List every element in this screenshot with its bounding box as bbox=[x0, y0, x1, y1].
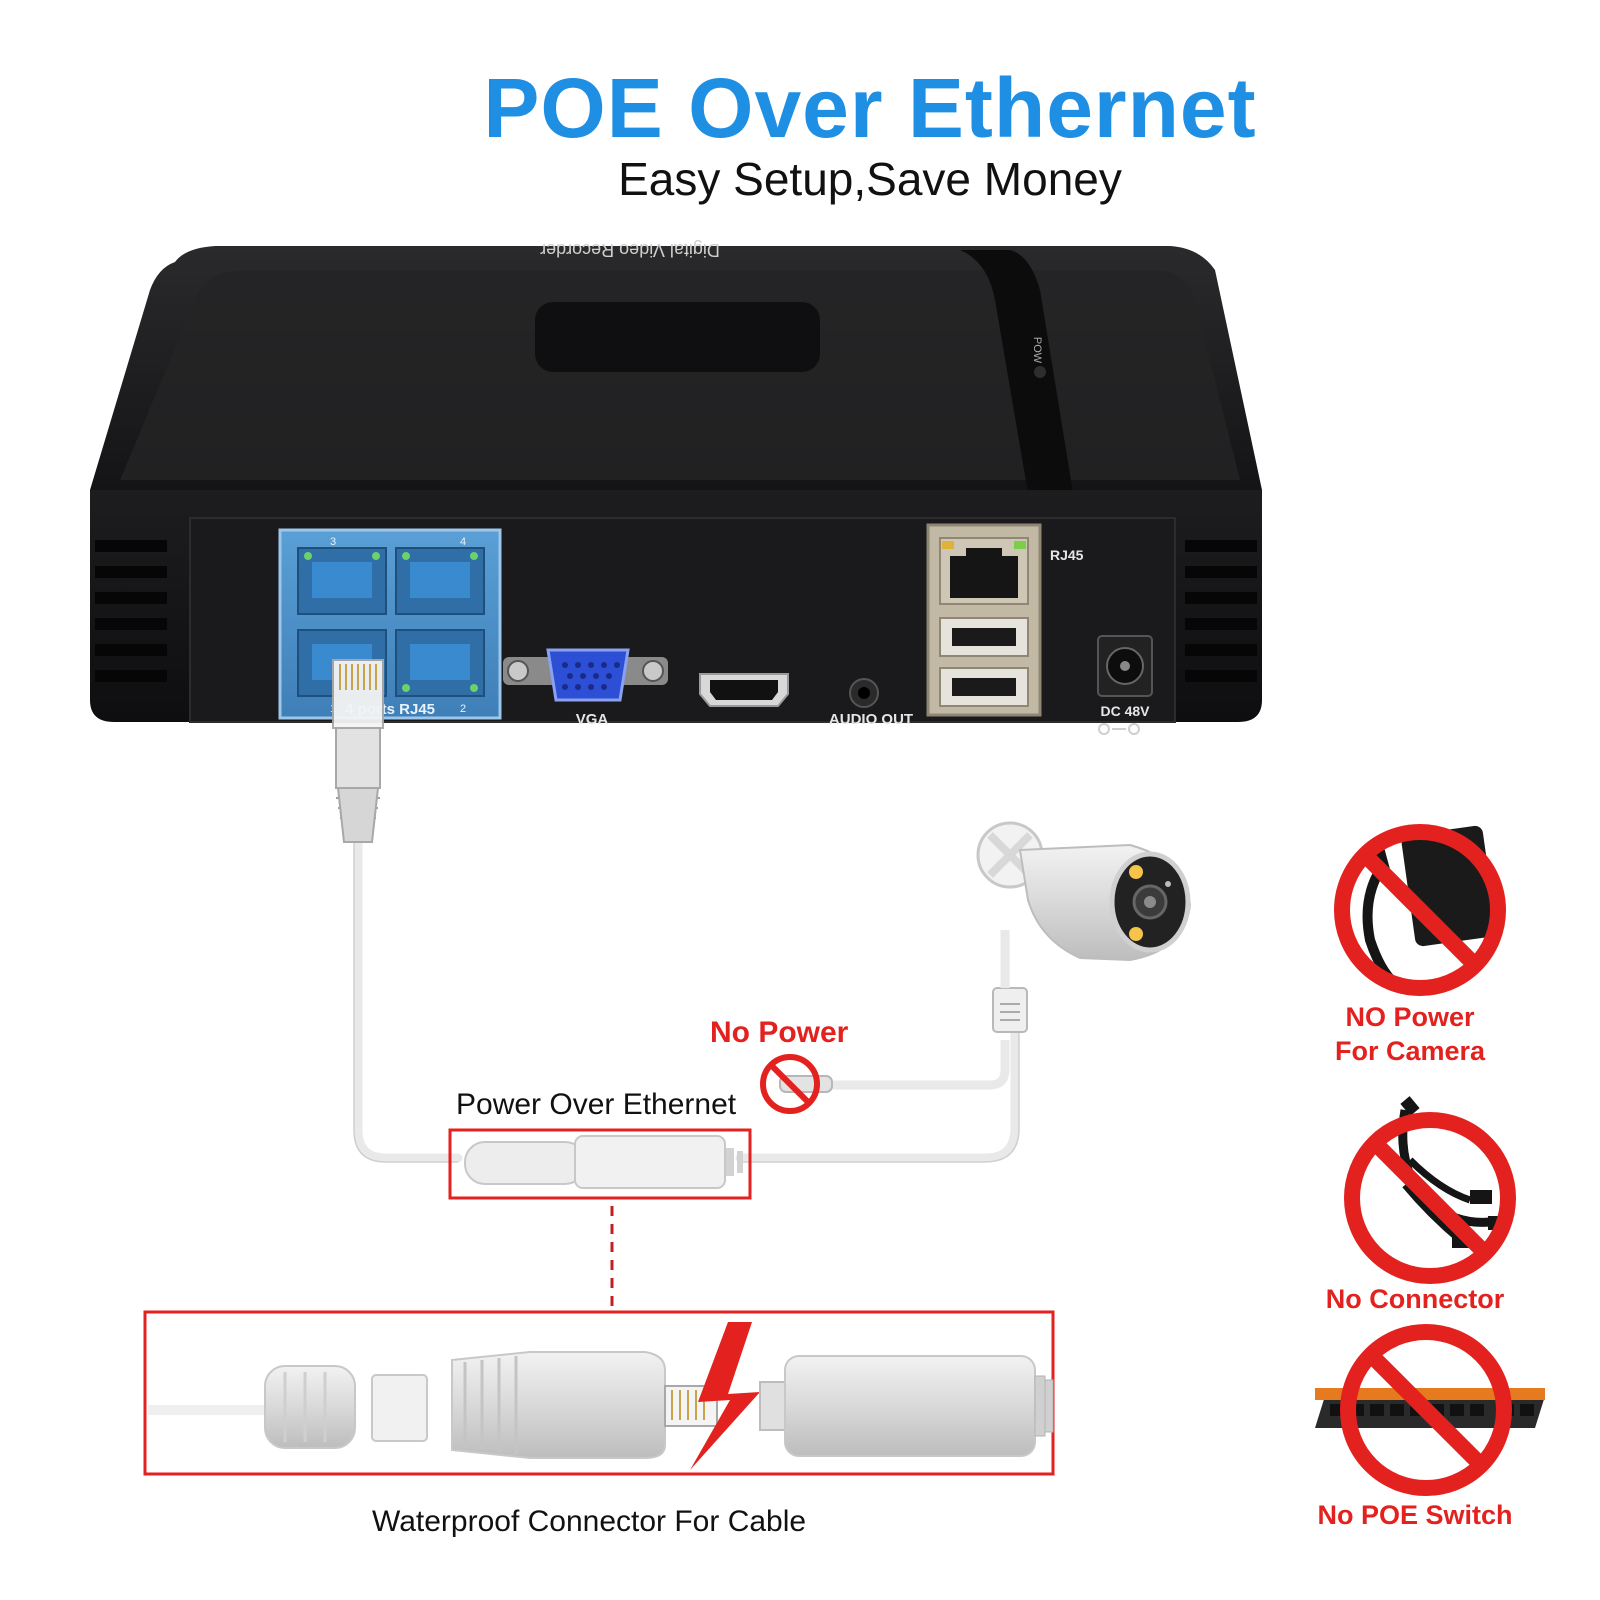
bullet-camera-icon bbox=[976, 821, 1192, 962]
left-vents-icon bbox=[95, 540, 167, 682]
no-power-label: No Power bbox=[710, 1016, 849, 1049]
page-title: POE Over Ethernet bbox=[483, 61, 1257, 155]
waterproof-connector-label: Waterproof Connector For Cable bbox=[372, 1505, 807, 1538]
camera-cable-joint bbox=[992, 930, 1028, 1033]
right-vents-icon bbox=[1185, 540, 1257, 682]
rj45-plug-icon bbox=[332, 659, 384, 843]
splitter-cable-icon bbox=[1344, 1096, 1516, 1284]
poe-port-number: 4 bbox=[460, 536, 466, 548]
poe-switch-icon bbox=[1315, 1324, 1545, 1496]
power-led-icon bbox=[1034, 366, 1046, 378]
power-adapter-icon bbox=[1334, 824, 1506, 996]
network-usb-stack bbox=[926, 523, 1042, 717]
device-top-label: Digital Video Recorder bbox=[540, 240, 720, 260]
rj45-label: RJ45 bbox=[1050, 547, 1084, 563]
page-subtitle: Easy Setup,Save Money bbox=[618, 153, 1122, 205]
vga-port-icon bbox=[503, 648, 668, 702]
lightning-icon bbox=[690, 1322, 760, 1470]
poe-ports-block bbox=[278, 528, 502, 720]
side-item-label: For Camera bbox=[1334, 1036, 1486, 1066]
poe-connector-icon bbox=[448, 1128, 752, 1308]
side-item-label: No POE Switch bbox=[1317, 1500, 1513, 1530]
hdmi-port-icon bbox=[699, 673, 789, 707]
dc-label: DC 48V bbox=[1100, 703, 1150, 719]
dc-jack-icon bbox=[1097, 635, 1153, 735]
power-label: POW bbox=[1031, 337, 1043, 364]
side-item-label: NO Power bbox=[1345, 1002, 1475, 1032]
poe-port-number: 2 bbox=[460, 703, 466, 715]
nvr-front-stripe bbox=[960, 250, 1075, 505]
power-over-ethernet-label: Power Over Ethernet bbox=[456, 1088, 737, 1121]
audio-out-icon bbox=[849, 678, 879, 708]
poe-port-number: 3 bbox=[330, 536, 336, 548]
waterproof-connector-box bbox=[143, 1310, 1055, 1476]
side-item-label: No Connector bbox=[1325, 1284, 1505, 1314]
vga-label: VGA bbox=[576, 711, 609, 728]
ethernet-cable bbox=[353, 835, 1020, 1163]
audio-out-label: AUDIO OUT bbox=[829, 711, 913, 728]
no-power-sign-icon bbox=[760, 1054, 820, 1114]
nvr-top-window bbox=[535, 302, 820, 372]
nvr-device: Digital Video Recorder POW 4 ports RJ45 … bbox=[90, 240, 1262, 735]
